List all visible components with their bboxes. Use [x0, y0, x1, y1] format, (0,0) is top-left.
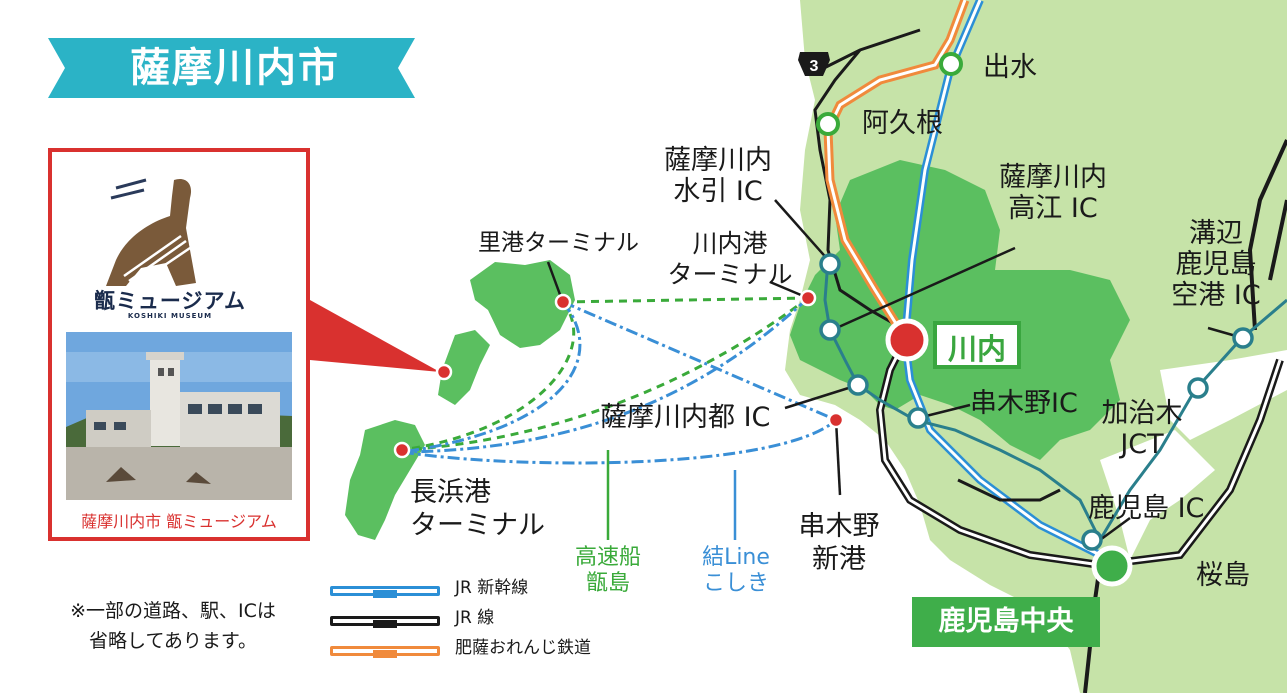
- museum-logo-subtext: KOSHIKI MUSEUM: [127, 312, 213, 320]
- legend-orenji-label: 肥薩おれんじ鉄道: [455, 638, 591, 658]
- legend-jr-swatch: [330, 616, 440, 628]
- label-satoko-terminal: 里港ターミナル: [478, 230, 639, 256]
- takae-ic-marker[interactable]: [819, 319, 841, 341]
- museum-marker[interactable]: [435, 363, 453, 381]
- label-airport-ic: 溝辺 鹿児島 空港 IC: [1171, 218, 1261, 311]
- legend-orenji-swatch: [330, 646, 440, 658]
- kagoshima-chuo-label: 鹿児島中央: [912, 597, 1100, 647]
- kushikino-port-marker[interactable]: [827, 411, 845, 429]
- dinosaur-logo-icon: [106, 178, 196, 288]
- route-shield-number: 3: [810, 58, 819, 75]
- nagahama-terminal-marker[interactable]: [393, 441, 411, 459]
- museum-callout: [310, 300, 440, 372]
- legend-jr: JR 線: [330, 608, 570, 630]
- sendai-station-label: 川内: [933, 321, 1021, 369]
- legend-jr-label: JR 線: [455, 608, 495, 628]
- route-shield-icon: [798, 52, 830, 76]
- label-sakurajima: 桜島: [1196, 560, 1250, 591]
- sendai-station-marker[interactable]: [885, 318, 929, 362]
- satsumasendai-to-ic-marker[interactable]: [847, 374, 869, 396]
- airport-ic-marker[interactable]: [1232, 327, 1254, 349]
- legend-shinkansen-label: JR 新幹線: [455, 578, 529, 598]
- label-kajiki-jct: 加治木 JCT: [1101, 398, 1183, 460]
- page-title: 薩摩川内市: [130, 45, 340, 91]
- label-sendai-port: 川内港 ターミナル: [667, 229, 793, 289]
- legend-orenji: 肥薩おれんじ鉄道: [330, 638, 591, 660]
- koshiki-kami-island: [470, 260, 575, 348]
- kagoshima-bay: [1100, 430, 1215, 560]
- label-takae-ic: 薩摩川内 高江 IC: [999, 162, 1107, 224]
- sendai-port-marker[interactable]: [799, 289, 817, 307]
- label-izumi: 出水: [983, 52, 1037, 83]
- jr-line-inner: [878, 339, 1282, 567]
- route3-road: [813, 28, 921, 332]
- kushikino-ic-marker[interactable]: [907, 407, 929, 429]
- kagoshima-chuo-marker[interactable]: [1091, 545, 1133, 587]
- leader-lines: [546, 199, 1244, 542]
- label-satsumasendai-to-ic: 薩摩川内都 IC: [600, 402, 771, 433]
- legend-shinkansen-swatch: [330, 586, 440, 598]
- satoko-terminal-marker[interactable]: [554, 293, 572, 311]
- kajiki-jct-marker[interactable]: [1187, 377, 1209, 399]
- museum-caption: 薩摩川内市 甑ミュージアム: [81, 512, 277, 531]
- label-nagahama-terminal: 長浜港 ターミナル: [410, 477, 545, 541]
- mizuhiki-ic-marker[interactable]: [819, 253, 841, 275]
- footnote: ※一部の道路、駅、ICは 省略してあります。: [70, 600, 276, 652]
- sakurajima-land: [1150, 505, 1287, 615]
- label-kagoshima-ic: 鹿児島 IC: [1088, 493, 1205, 524]
- izumi-station[interactable]: [939, 52, 963, 76]
- ferry-line-label: 結Line こしき: [702, 545, 770, 596]
- label-kushikino-ic: 串木野IC: [970, 388, 1078, 419]
- city-area: [790, 160, 1130, 460]
- label-mizuhiki-ic: 薩摩川内 水引 IC: [664, 145, 772, 207]
- museum-photo: [66, 332, 292, 500]
- highway-north: [957, 478, 1061, 502]
- koshiki-naka-island: [438, 330, 490, 405]
- legend-shinkansen: JR 新幹線: [330, 578, 570, 600]
- bay-upper: [1160, 350, 1287, 440]
- label-kushikino-port: 串木野 新港: [798, 511, 880, 575]
- akune-station[interactable]: [816, 112, 840, 136]
- label-akune: 阿久根: [862, 108, 943, 139]
- ferry-highspeed-label: 高速船 甑島: [574, 545, 641, 596]
- kagoshima-ic-marker[interactable]: [1081, 529, 1103, 551]
- ferry-routes: [401, 296, 837, 465]
- title-banner: [48, 38, 415, 98]
- museum-logo-text: 甑ミュージアム: [93, 289, 247, 313]
